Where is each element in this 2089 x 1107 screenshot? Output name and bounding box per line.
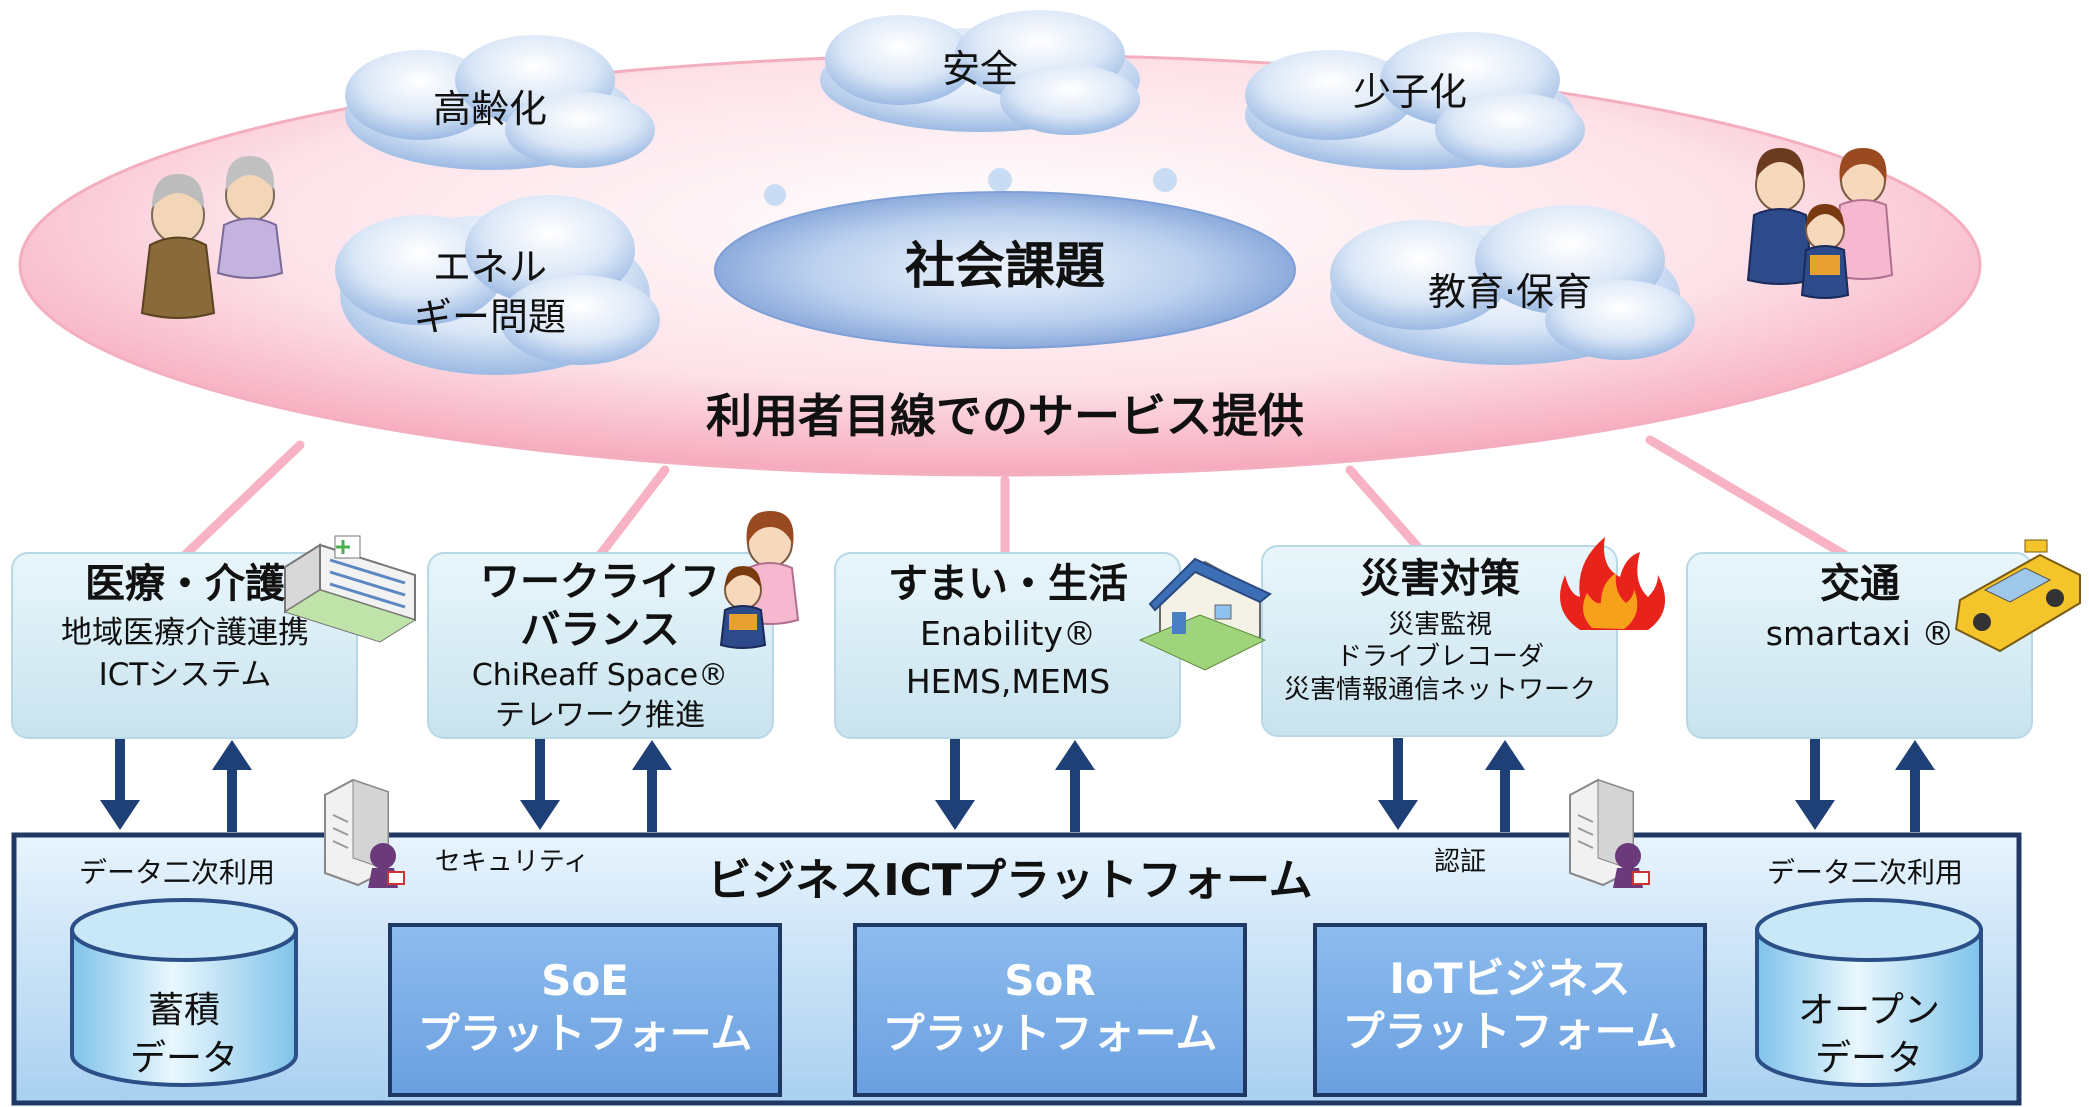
cloud-safety xyxy=(820,10,1140,135)
elderly-couple-icon xyxy=(140,156,284,319)
service-transport-line1: smartaxi ® xyxy=(1766,614,1954,653)
soe-platform-box xyxy=(388,923,782,1097)
service-transport-title: 交通 xyxy=(1820,561,1900,607)
mother-child-icon xyxy=(719,511,800,649)
stored-data-cylinder xyxy=(70,898,298,1087)
service-box-medical xyxy=(11,552,358,739)
open-data-cylinder xyxy=(1755,898,1983,1087)
iot-platform-box xyxy=(1313,923,1707,1097)
family-icon xyxy=(1746,148,1894,299)
cloud-education xyxy=(1330,205,1695,365)
service-medical-title: 医療・介護 xyxy=(85,561,286,607)
issue-energy-label-line1: エネル xyxy=(433,245,547,289)
stored-data-line2: データ xyxy=(130,1038,238,1079)
service-worklife-title1: ワークライフ xyxy=(480,559,720,605)
open-data-line2: データ xyxy=(1815,1038,1923,1079)
service-box-worklife xyxy=(427,552,774,739)
issue-energy-label-line2: ギー問題 xyxy=(414,295,566,339)
platform-title: ビジネスICTプラットフォーム xyxy=(707,855,1312,906)
service-box-transport xyxy=(1686,552,2033,739)
label-secondary-use-left: データ二次利用 xyxy=(79,856,275,889)
open-data-line1: オープン xyxy=(1798,990,1940,1031)
soe-platform-line2: プラットフォーム xyxy=(418,1009,753,1058)
cloud-aging xyxy=(345,35,655,170)
service-medical-line1: 地域医療介護連携 xyxy=(61,615,309,651)
service-living-line2: HEMS,MEMS xyxy=(906,662,1110,701)
iot-platform-line1: IoTビジネス xyxy=(1389,954,1630,1003)
auth-server-icon xyxy=(1569,778,1650,888)
service-disaster-title: 災害対策 xyxy=(1360,556,1520,602)
central-subtitle: 利用者目線でのサービス提供 xyxy=(706,389,1304,443)
issue-birthrate-label: 少子化 xyxy=(1353,70,1467,114)
service-worklife-line1: ChiReaff Space® xyxy=(472,658,728,693)
service-disaster-line3: 災害情報通信ネットワーク xyxy=(1284,675,1596,705)
sor-platform-box xyxy=(853,923,1247,1097)
service-worklife-line2: テレワーク推進 xyxy=(495,698,705,733)
issue-education-label: 教育·保育 xyxy=(1428,270,1592,314)
service-disaster-line2: ドライブレコーダ xyxy=(1336,642,1544,672)
social-issues-core xyxy=(714,191,1296,349)
soe-platform-line1: SoE xyxy=(541,956,629,1005)
service-disaster-line1: 災害監視 xyxy=(1388,610,1492,640)
cloud-birthrate xyxy=(1245,32,1585,170)
security-server-icon xyxy=(324,778,405,888)
cloud-energy xyxy=(335,195,660,375)
label-security: セキュリティ xyxy=(435,847,589,877)
service-worklife-title2: バランス xyxy=(520,607,679,653)
stored-data-line1: 蓄積 xyxy=(148,990,220,1031)
label-secondary-use-right: データ二次利用 xyxy=(1767,856,1963,889)
service-living-title: すまい・生活 xyxy=(888,561,1128,607)
house-icon xyxy=(1138,557,1272,671)
hospital-icon xyxy=(283,535,417,643)
thought-bubbles xyxy=(764,168,1177,206)
central-title: 社会課題 xyxy=(905,237,1105,295)
service-medical-line2: ICTシステム xyxy=(99,657,272,693)
connector-lines xyxy=(180,435,1850,560)
sor-platform-line2: プラットフォーム xyxy=(883,1009,1218,1058)
iot-platform-line2: プラットフォーム xyxy=(1343,1007,1678,1056)
data-flow-arrows xyxy=(100,738,1935,832)
issue-safety-label: 安全 xyxy=(942,47,1018,91)
fire-icon xyxy=(1560,537,1666,630)
label-auth: 認証 xyxy=(1434,847,1486,877)
sor-platform-line1: SoR xyxy=(1004,956,1095,1005)
issue-aging-label: 高齢化 xyxy=(433,87,547,131)
taxi-icon xyxy=(1954,539,2081,653)
service-living-line1: Enability® xyxy=(920,614,1096,653)
